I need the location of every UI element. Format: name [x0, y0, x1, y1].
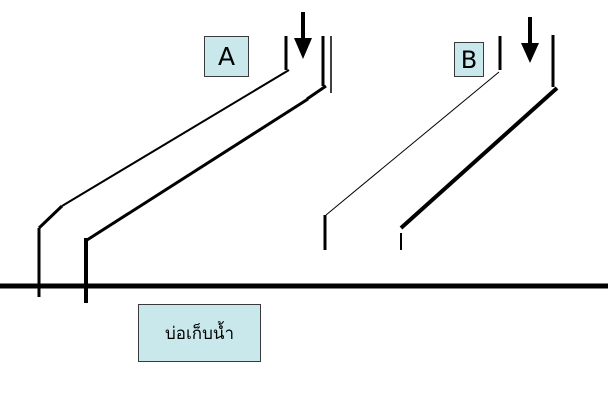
pipe-b-thin [323, 36, 502, 250]
tank-label: บ่อเก็บน้ำ [138, 304, 261, 362]
arrow-down-icon-a [294, 12, 312, 59]
pipe-a-thin [37, 36, 290, 297]
label-b: B [454, 42, 484, 77]
label-a: A [204, 36, 249, 77]
pipe-a-thick [84, 36, 332, 303]
pipe-b-thick [399, 35, 559, 250]
arrow-down-icon-b [521, 17, 539, 63]
